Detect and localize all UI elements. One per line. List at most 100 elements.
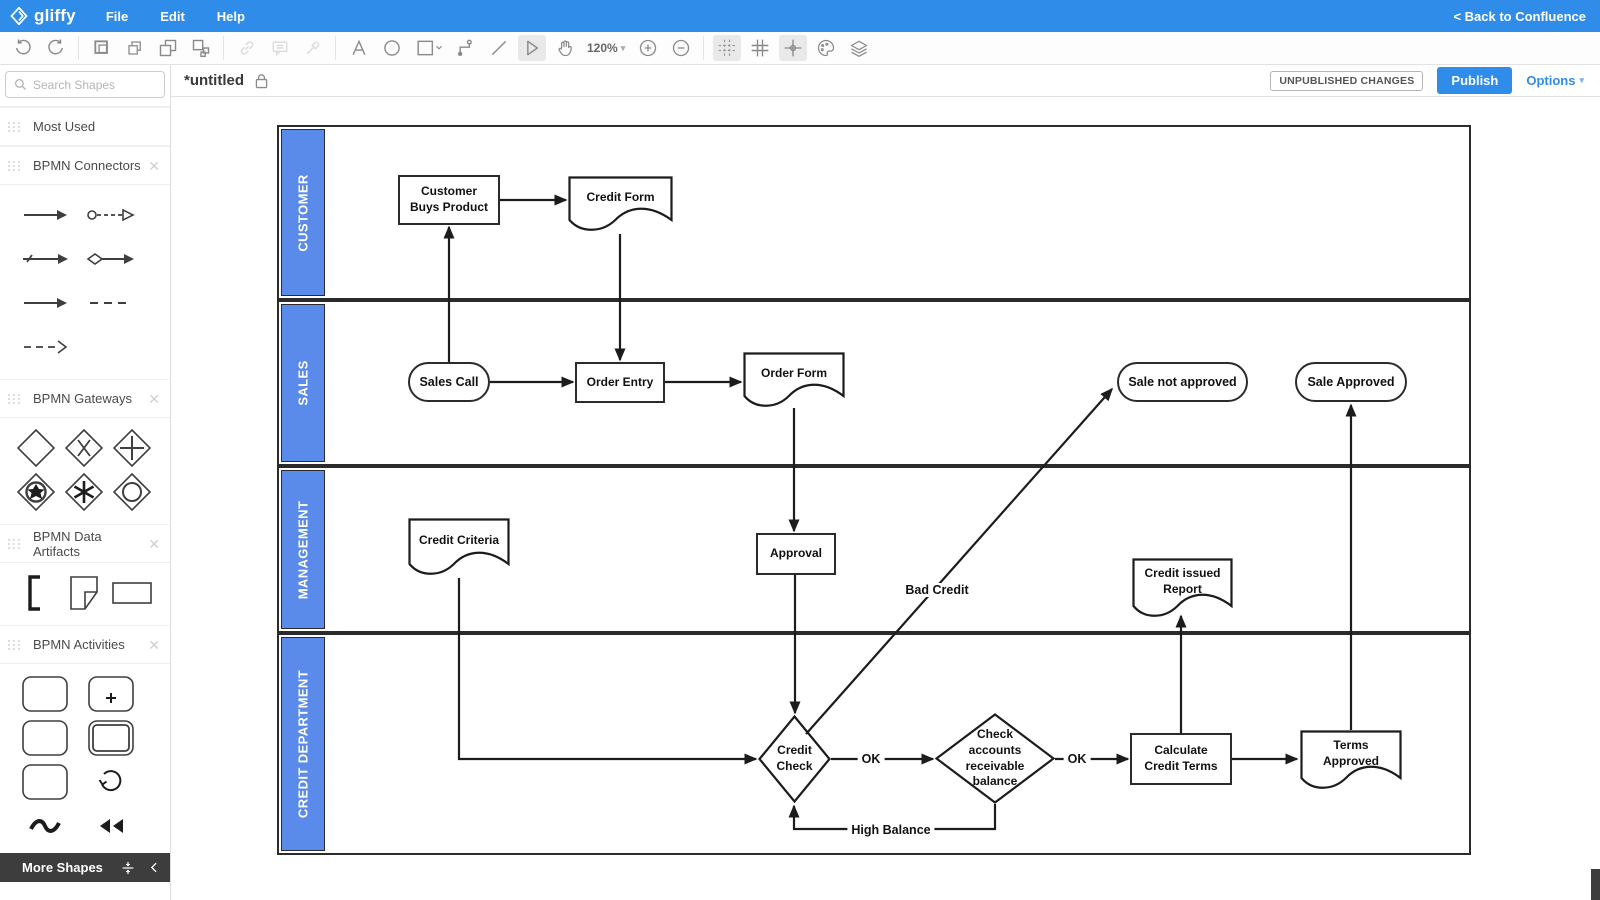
activity-task-double-border[interactable] xyxy=(78,716,144,760)
back-to-confluence-link[interactable]: < Back to Confluence xyxy=(1453,8,1586,24)
lane-header[interactable]: CUSTOMER xyxy=(281,129,325,296)
connector-circle-dashed-open-arrow[interactable] xyxy=(78,193,144,237)
node-credit-form[interactable]: Credit Form xyxy=(568,176,673,234)
copy-button[interactable] xyxy=(121,35,149,61)
publish-button[interactable]: Publish xyxy=(1437,67,1513,94)
artifact-group-bracket[interactable] xyxy=(12,571,60,615)
edge-label-high-balance[interactable]: High Balance xyxy=(847,823,935,837)
activity-task-2[interactable] xyxy=(12,716,78,760)
drag-handle-icon[interactable] xyxy=(8,121,21,132)
gateway-inclusive-asterisk[interactable] xyxy=(60,470,108,514)
snap-toggle-button[interactable] xyxy=(778,35,807,61)
drag-handle-icon[interactable] xyxy=(8,393,21,404)
zoom-in-button[interactable] xyxy=(634,35,662,61)
text-tool-button[interactable] xyxy=(345,35,373,61)
undo-icon xyxy=(15,39,31,55)
activity-task-plus[interactable] xyxy=(78,672,144,716)
close-icon[interactable]: ✕ xyxy=(148,390,160,407)
gateway-complex-star-circle[interactable] xyxy=(12,470,60,514)
lane-header[interactable]: SALES xyxy=(281,304,325,462)
connector-dashed-line[interactable] xyxy=(78,281,144,325)
node-sale-approved[interactable]: Sale Approved xyxy=(1295,362,1407,402)
connector-solid-arrow[interactable] xyxy=(12,193,78,237)
close-icon[interactable]: ✕ xyxy=(148,535,160,552)
menu-file[interactable]: File xyxy=(105,8,129,24)
artifact-rectangle[interactable] xyxy=(108,571,156,615)
activity-rewind-marker[interactable] xyxy=(78,804,144,848)
gateway-plain-diamond[interactable] xyxy=(12,426,60,470)
ellipse-tool-button[interactable] xyxy=(378,35,406,61)
connector-dashed-arrow[interactable] xyxy=(12,325,78,369)
close-icon[interactable]: ✕ xyxy=(148,636,160,653)
node-credit-criteria[interactable]: Credit Criteria xyxy=(408,518,510,578)
document-title[interactable]: *untitled xyxy=(184,72,244,89)
drag-handle-icon[interactable] xyxy=(8,160,21,171)
undo-button[interactable] xyxy=(9,35,37,61)
lane-header[interactable]: CREDIT DEPARTMENT xyxy=(281,637,325,851)
sidebar-section-most-used[interactable]: Most Used xyxy=(0,107,170,146)
collapse-panels-icon[interactable] xyxy=(120,860,136,876)
gliffy-logo[interactable]: gliffy xyxy=(0,6,90,26)
drag-handle-icon[interactable] xyxy=(8,639,21,650)
pan-tool-button[interactable] xyxy=(551,35,579,61)
node-sales-call[interactable]: Sales Call xyxy=(408,362,490,402)
options-dropdown[interactable]: Options ▾ xyxy=(1526,73,1584,88)
activity-task[interactable] xyxy=(12,672,78,716)
connector-diamond-arrow[interactable] xyxy=(78,237,144,281)
more-shapes-bar[interactable]: More Shapes xyxy=(0,853,170,882)
activity-tilde-marker[interactable] xyxy=(12,804,78,848)
grid-toggle-button[interactable] xyxy=(746,35,774,61)
sidebar-section-bpmn-connectors[interactable]: BPMN Connectors✕ xyxy=(0,146,170,185)
shape-tool-button[interactable] xyxy=(411,35,447,61)
connector-slash-arrow[interactable] xyxy=(12,237,78,281)
gateway-exclusive-x[interactable] xyxy=(60,426,108,470)
node-order-entry[interactable]: Order Entry xyxy=(575,362,665,403)
node-order-form[interactable]: Order Form xyxy=(743,352,845,410)
zoom-out-button[interactable] xyxy=(667,35,695,61)
close-icon[interactable]: ✕ xyxy=(148,157,160,174)
theme-button[interactable] xyxy=(812,35,840,61)
guides-toggle-button[interactable] xyxy=(712,35,741,61)
zoom-level-dropdown[interactable]: 120% ▾ xyxy=(587,41,625,55)
connector-solid-arrow-2[interactable] xyxy=(12,281,78,325)
artifact-page-fold[interactable] xyxy=(60,571,108,615)
swimlane-credit-department[interactable]: CREDIT DEPARTMENT xyxy=(277,633,1471,855)
duplicate-button[interactable] xyxy=(154,35,182,61)
connector-tool-button[interactable] xyxy=(452,35,480,61)
link-button[interactable] xyxy=(233,35,261,61)
node-sale-not-approved[interactable]: Sale not approved xyxy=(1117,362,1248,402)
eyedropper-button[interactable] xyxy=(299,35,327,61)
sidebar-section-bpmn-gateways[interactable]: BPMN Gateways✕ xyxy=(0,379,170,418)
edge-label-bad-credit[interactable]: Bad Credit xyxy=(901,583,973,597)
lock-icon[interactable] xyxy=(254,73,269,89)
drag-handle-icon[interactable] xyxy=(8,538,21,549)
comment-button[interactable] xyxy=(266,35,294,61)
menu-edit[interactable]: Edit xyxy=(160,8,185,24)
gateway-event-circle[interactable] xyxy=(108,470,156,514)
sidebar-section-bpmn-data-artifacts[interactable]: BPMN Data Artifacts✕ xyxy=(0,524,170,563)
search-input[interactable] xyxy=(33,77,143,92)
activity-loop-marker[interactable] xyxy=(78,760,144,804)
edge-label-ok[interactable]: OK xyxy=(857,752,885,766)
lane-header[interactable]: MANAGEMENT xyxy=(281,470,325,629)
layers-button[interactable] xyxy=(845,35,873,61)
ungroup-button[interactable] xyxy=(187,35,215,61)
edge-label-ok[interactable]: OK xyxy=(1063,752,1091,766)
redo-button[interactable] xyxy=(42,35,70,61)
menu-help[interactable]: Help xyxy=(216,8,245,24)
node-approval[interactable]: Approval xyxy=(756,533,836,575)
chevron-left-icon[interactable] xyxy=(148,860,161,875)
select-tool-button[interactable] xyxy=(517,35,546,61)
group-button[interactable] xyxy=(88,35,116,61)
sidebar-section-bpmn-activities[interactable]: BPMN Activities✕ xyxy=(0,625,170,664)
activity-task-3[interactable] xyxy=(12,760,78,804)
gateway-parallel-plus[interactable] xyxy=(108,426,156,470)
line-tool-button[interactable] xyxy=(485,35,513,61)
